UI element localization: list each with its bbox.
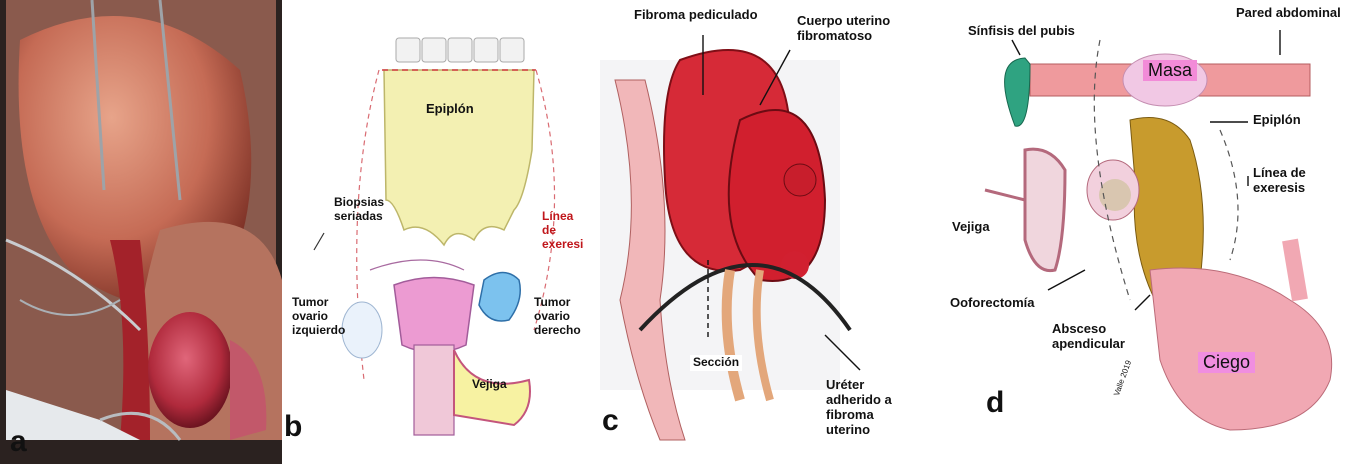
label-linea-exeresis: Línea de exeresis [542,210,584,251]
label-sinfisis-pubis: Sínfisis del pubis [968,24,1075,39]
surgical-photo-illustration [0,0,282,464]
label-pared-abdominal: Pared abdominal [1236,6,1341,21]
label-ureter-adherido: Uréter adherido a fibroma uterino [826,378,920,438]
label-tumor-derecho: Tumor ovario derecho [534,296,581,337]
label-linea-exeresis: Línea de exeresis [1253,166,1306,196]
label-seccion: Sección [690,355,742,371]
label-absceso-apendicular: Absceso apendicular [1052,322,1125,352]
label-ooforectomia: Ooforectomía [950,296,1035,311]
label-epiplon: Epiplón [426,102,474,117]
panel-letter-d: d [986,386,1004,420]
label-vejiga: Vejiga [472,378,507,392]
label-biopsias: Biopsias seriadas [334,196,384,224]
label-ciego: Ciego [1198,352,1255,373]
label-fibroma-pediculado: Fibroma pediculado [634,8,758,23]
panel-letter-c: c [602,404,619,438]
panel-c-fibroma-drawing: Fibroma pediculado Cuerpo uterino fibrom… [590,0,920,464]
panel-b-ovarian-drawing: Epiplón Línea de exeresis Biopsias seria… [284,0,584,464]
panel-a-surgical-photo: a [0,0,282,464]
ovarian-drawing-illustration [284,0,584,464]
panel-letter-a: a [10,425,27,459]
label-vejiga: Vejiga [952,220,990,235]
label-epiplon: Epiplón [1253,113,1301,128]
label-tumor-izquierdo: Tumor ovario izquierdo [292,296,345,337]
panel-letter-b: b [284,410,302,444]
panel-d-abscess-drawing: Sínfisis del pubis Pared abdominal Masa … [930,0,1362,464]
label-cuerpo-uterino: Cuerpo uterino fibromatoso [797,14,890,44]
label-masa: Masa [1143,60,1197,81]
